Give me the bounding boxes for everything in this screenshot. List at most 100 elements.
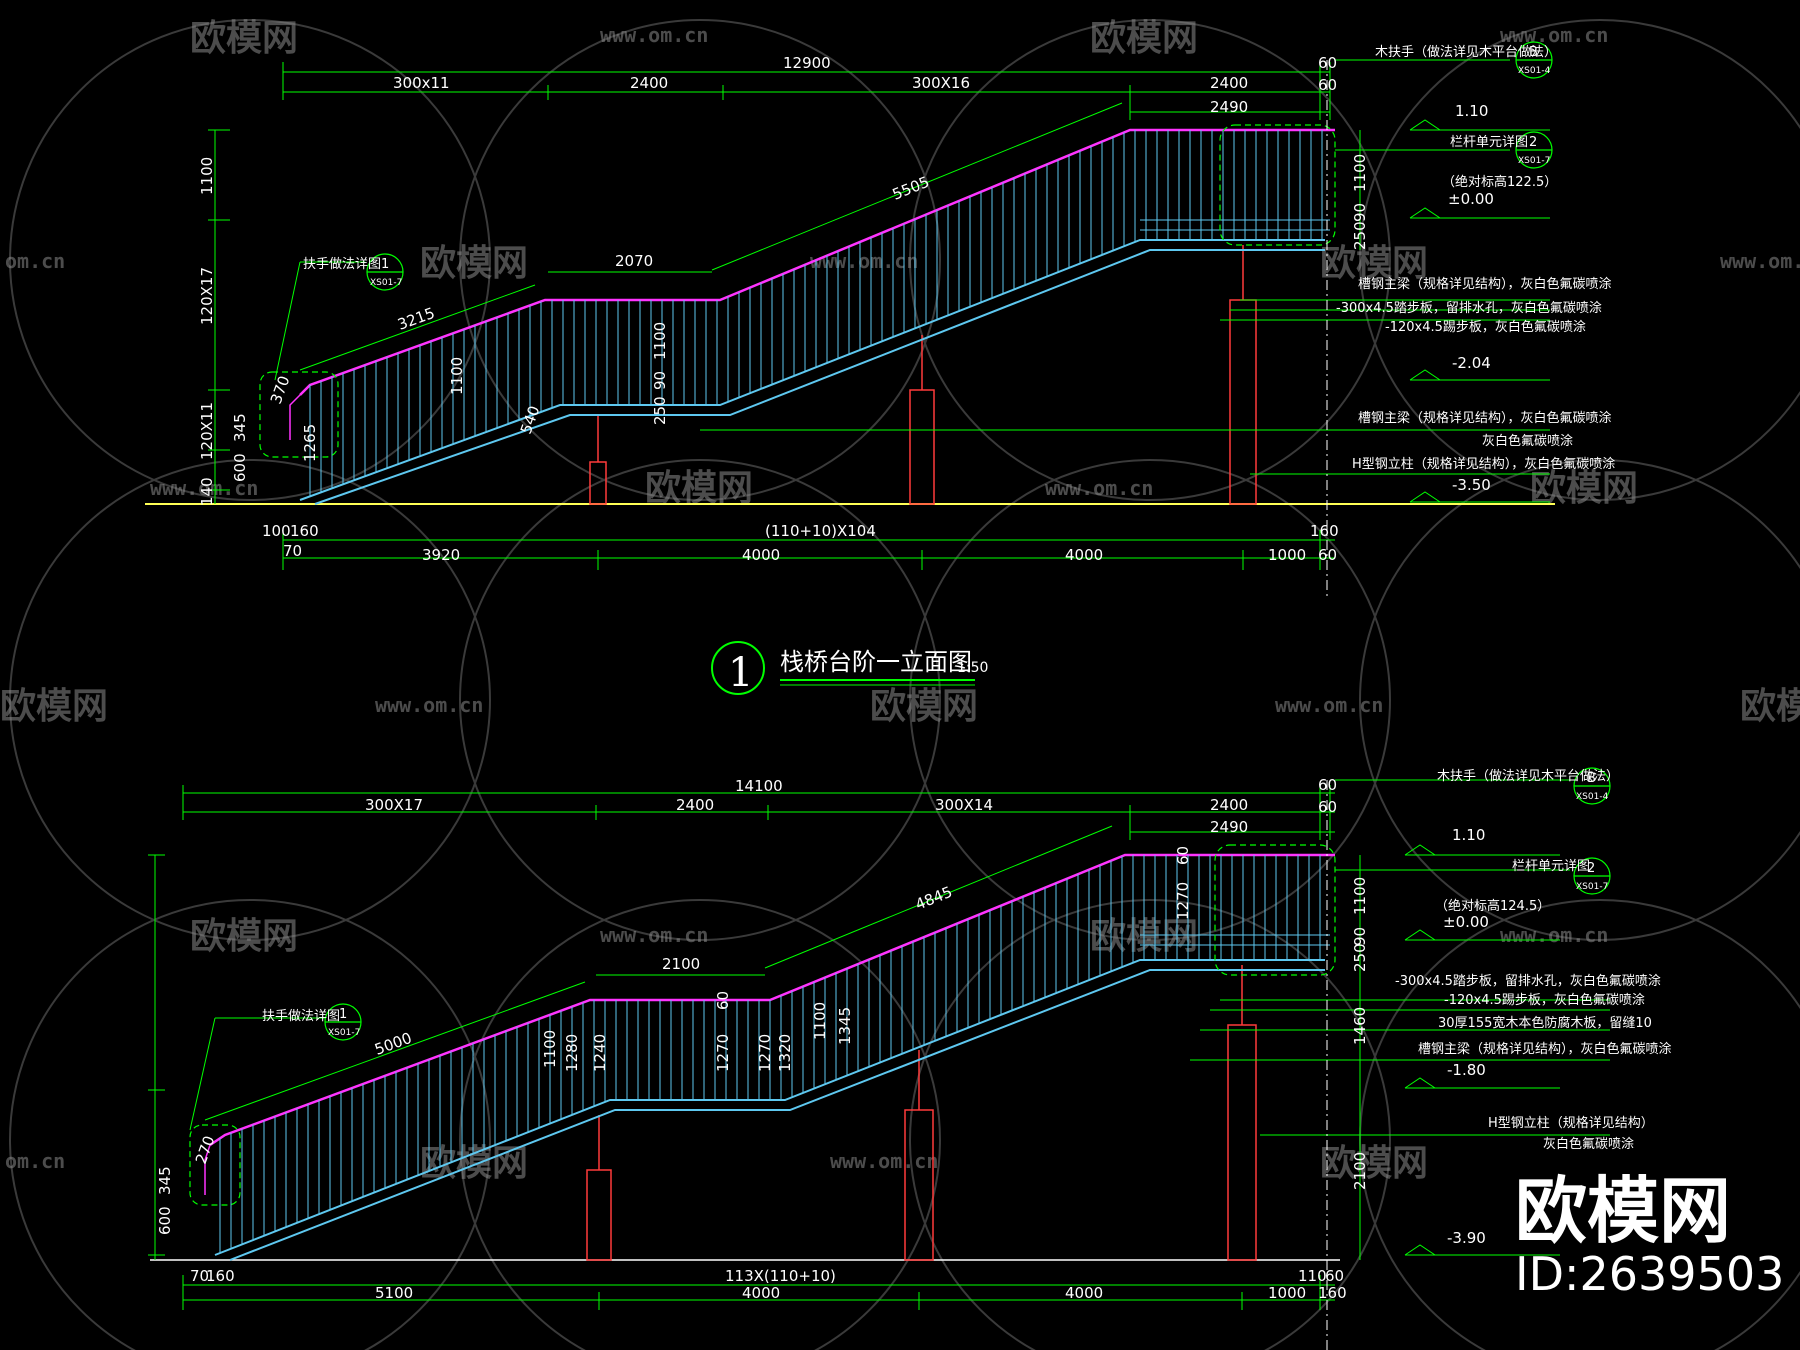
- drawing-title: 栈桥台阶一立面图: [780, 648, 972, 676]
- brand-logo-text: 欧模网: [1515, 1169, 1731, 1253]
- asset-id: ID:2639503: [1515, 1247, 1784, 1301]
- material-note: -300x4.5踏步板，留排水孔，灰白色氟碳喷涂: [1395, 973, 1661, 989]
- dim-vertical: 250: [651, 396, 669, 425]
- detail-boundary: [259, 371, 339, 458]
- detail-boundary: [1214, 844, 1336, 976]
- steel-columns: [589, 245, 1257, 505]
- dim-vertical: 1100: [1351, 154, 1369, 192]
- dim-vertical: 1100: [198, 157, 216, 195]
- column: [586, 1169, 612, 1261]
- stair-stringer: [214, 959, 1325, 1256]
- watermark-brand: 欧模网: [420, 243, 528, 284]
- dim-vertical: 600: [231, 453, 249, 482]
- dim-seg: 300X14: [935, 796, 993, 814]
- dim-vertical: 120X11: [198, 402, 216, 460]
- bubble-sheet: XS01-7: [1576, 882, 1608, 892]
- watermark-url: www.om.cn: [830, 1149, 938, 1173]
- handrail: [209, 853, 1335, 1147]
- material-note: 槽钢主梁（规格详见结构），灰白色氟碳喷涂: [1358, 410, 1612, 426]
- callout-label: 栏杆单元详图: [1450, 135, 1528, 150]
- watermark-brand: 欧模网: [0, 686, 108, 727]
- level-markers: [1409, 119, 1550, 503]
- watermark-url: www.om.cn: [1275, 693, 1383, 717]
- watermark-brand: 欧模网: [870, 686, 978, 727]
- dim-bottom: 70: [190, 1267, 209, 1285]
- dim-landing: 2100: [662, 955, 700, 973]
- column: [1229, 299, 1257, 505]
- dim-angle: 270: [192, 1133, 219, 1166]
- level-label: -3.50: [1452, 476, 1491, 494]
- dim-end: 60: [1318, 776, 1337, 794]
- level-markers: [1404, 844, 1560, 1256]
- dim-slope: 5000: [372, 1029, 414, 1059]
- dim-platform: 2490: [1210, 98, 1248, 116]
- detail-boundary: [1219, 124, 1336, 246]
- dim-vertical: 250: [1351, 221, 1369, 250]
- dim-vertical: 1100: [811, 1002, 829, 1040]
- dim-slope: 4845: [913, 883, 955, 914]
- dim-slope: 5505: [890, 173, 932, 204]
- dim-bottom: 160: [290, 522, 319, 540]
- watermark-brand: 欧模网: [1740, 686, 1800, 727]
- title-bubble: [711, 641, 765, 695]
- watermark-brand: 欧模网: [1320, 1143, 1428, 1184]
- material-note: 灰白色氟碳喷涂: [1482, 433, 1573, 449]
- level-label: 1.10: [1455, 102, 1488, 120]
- callout-label: 木扶手（做法详见木平台做法）: [1375, 45, 1557, 60]
- dim-vertical: 1270: [756, 1034, 774, 1072]
- material-note: -120x4.5踢步板，灰白色氟碳喷涂: [1385, 319, 1586, 335]
- bubble-sheet: XS01-4: [1576, 792, 1609, 802]
- watermark-brand: 欧模网: [1320, 243, 1428, 284]
- bubble-sheet: XS01-7: [370, 278, 402, 288]
- drawing-title-block: 1 栈桥台阶一立面图 1:50: [711, 641, 988, 696]
- dim-platform: 2490: [1210, 818, 1248, 836]
- title-number: 1: [728, 650, 753, 696]
- dim-vertical: 540: [517, 403, 544, 436]
- handrail: [289, 394, 301, 440]
- dim-seg: 2400: [1210, 74, 1248, 92]
- dim-vertical: 250: [1351, 943, 1369, 972]
- dim-end: 60: [1318, 798, 1337, 816]
- watermark-url: www.om.cn: [1720, 249, 1800, 273]
- bubble-sheet: XS01-4: [1518, 66, 1551, 76]
- dim-vertical: 345: [231, 413, 249, 442]
- detail-bubbles: [366, 41, 1553, 291]
- dim-steps: (110+10)X104: [765, 522, 876, 540]
- dim-vertical: 1100: [541, 1030, 559, 1068]
- dim-vertical: 120X17: [198, 267, 216, 325]
- bubble-number: 2: [1529, 135, 1537, 150]
- watermark-brand: 欧模网: [645, 468, 753, 509]
- elevation-1: 12900 300x11 2400 300X16 2400 60 60 2490…: [145, 41, 1615, 600]
- dim-bottom: 60: [1318, 546, 1337, 564]
- material-note: -120x4.5踢步板，灰白色氟碳喷涂: [1444, 992, 1645, 1008]
- callout-label: 木扶手（做法详见木平台做法）: [1437, 769, 1619, 784]
- watermark-url: www.om.cn: [1500, 923, 1608, 947]
- watermark-url: www.om.cn: [150, 476, 258, 500]
- dim-bottom: 160: [1318, 1284, 1347, 1302]
- watermark-brand: 欧模网: [1090, 18, 1198, 59]
- watermark-url: www.om.cn: [600, 923, 708, 947]
- callout-label: 栏杆单元详图: [1512, 859, 1590, 874]
- watermark-url: www.om.cn: [375, 693, 483, 717]
- watermark-brand: 欧模网: [190, 916, 298, 957]
- watermark-url: www.om.cn: [1045, 476, 1153, 500]
- dim-landing: 2070: [615, 252, 653, 270]
- dim-vertical: 1345: [836, 1007, 854, 1045]
- dim-vertical: 1240: [591, 1034, 609, 1072]
- bubble-number: B: [1529, 45, 1538, 60]
- baluster-group: [309, 130, 1323, 497]
- dim-vertical: 90: [1351, 203, 1369, 222]
- level-label: ±0.00: [1448, 190, 1494, 208]
- stair-stringer: [229, 969, 1325, 1261]
- dim-vertical: 1270: [714, 1034, 732, 1072]
- dimension-lines: [208, 59, 1550, 570]
- dim-bottom: 4000: [1065, 1284, 1103, 1302]
- watermark-url: om.cn: [5, 249, 65, 273]
- detail-bubbles: [324, 767, 1611, 1041]
- bubble-sheet: XS01-7: [328, 1028, 360, 1038]
- dim-bottom: 1000: [1268, 546, 1306, 564]
- dim-vertical: 345: [156, 1166, 174, 1195]
- dim-vertical: 140: [198, 477, 216, 506]
- dim-vertical: 90: [1351, 927, 1369, 946]
